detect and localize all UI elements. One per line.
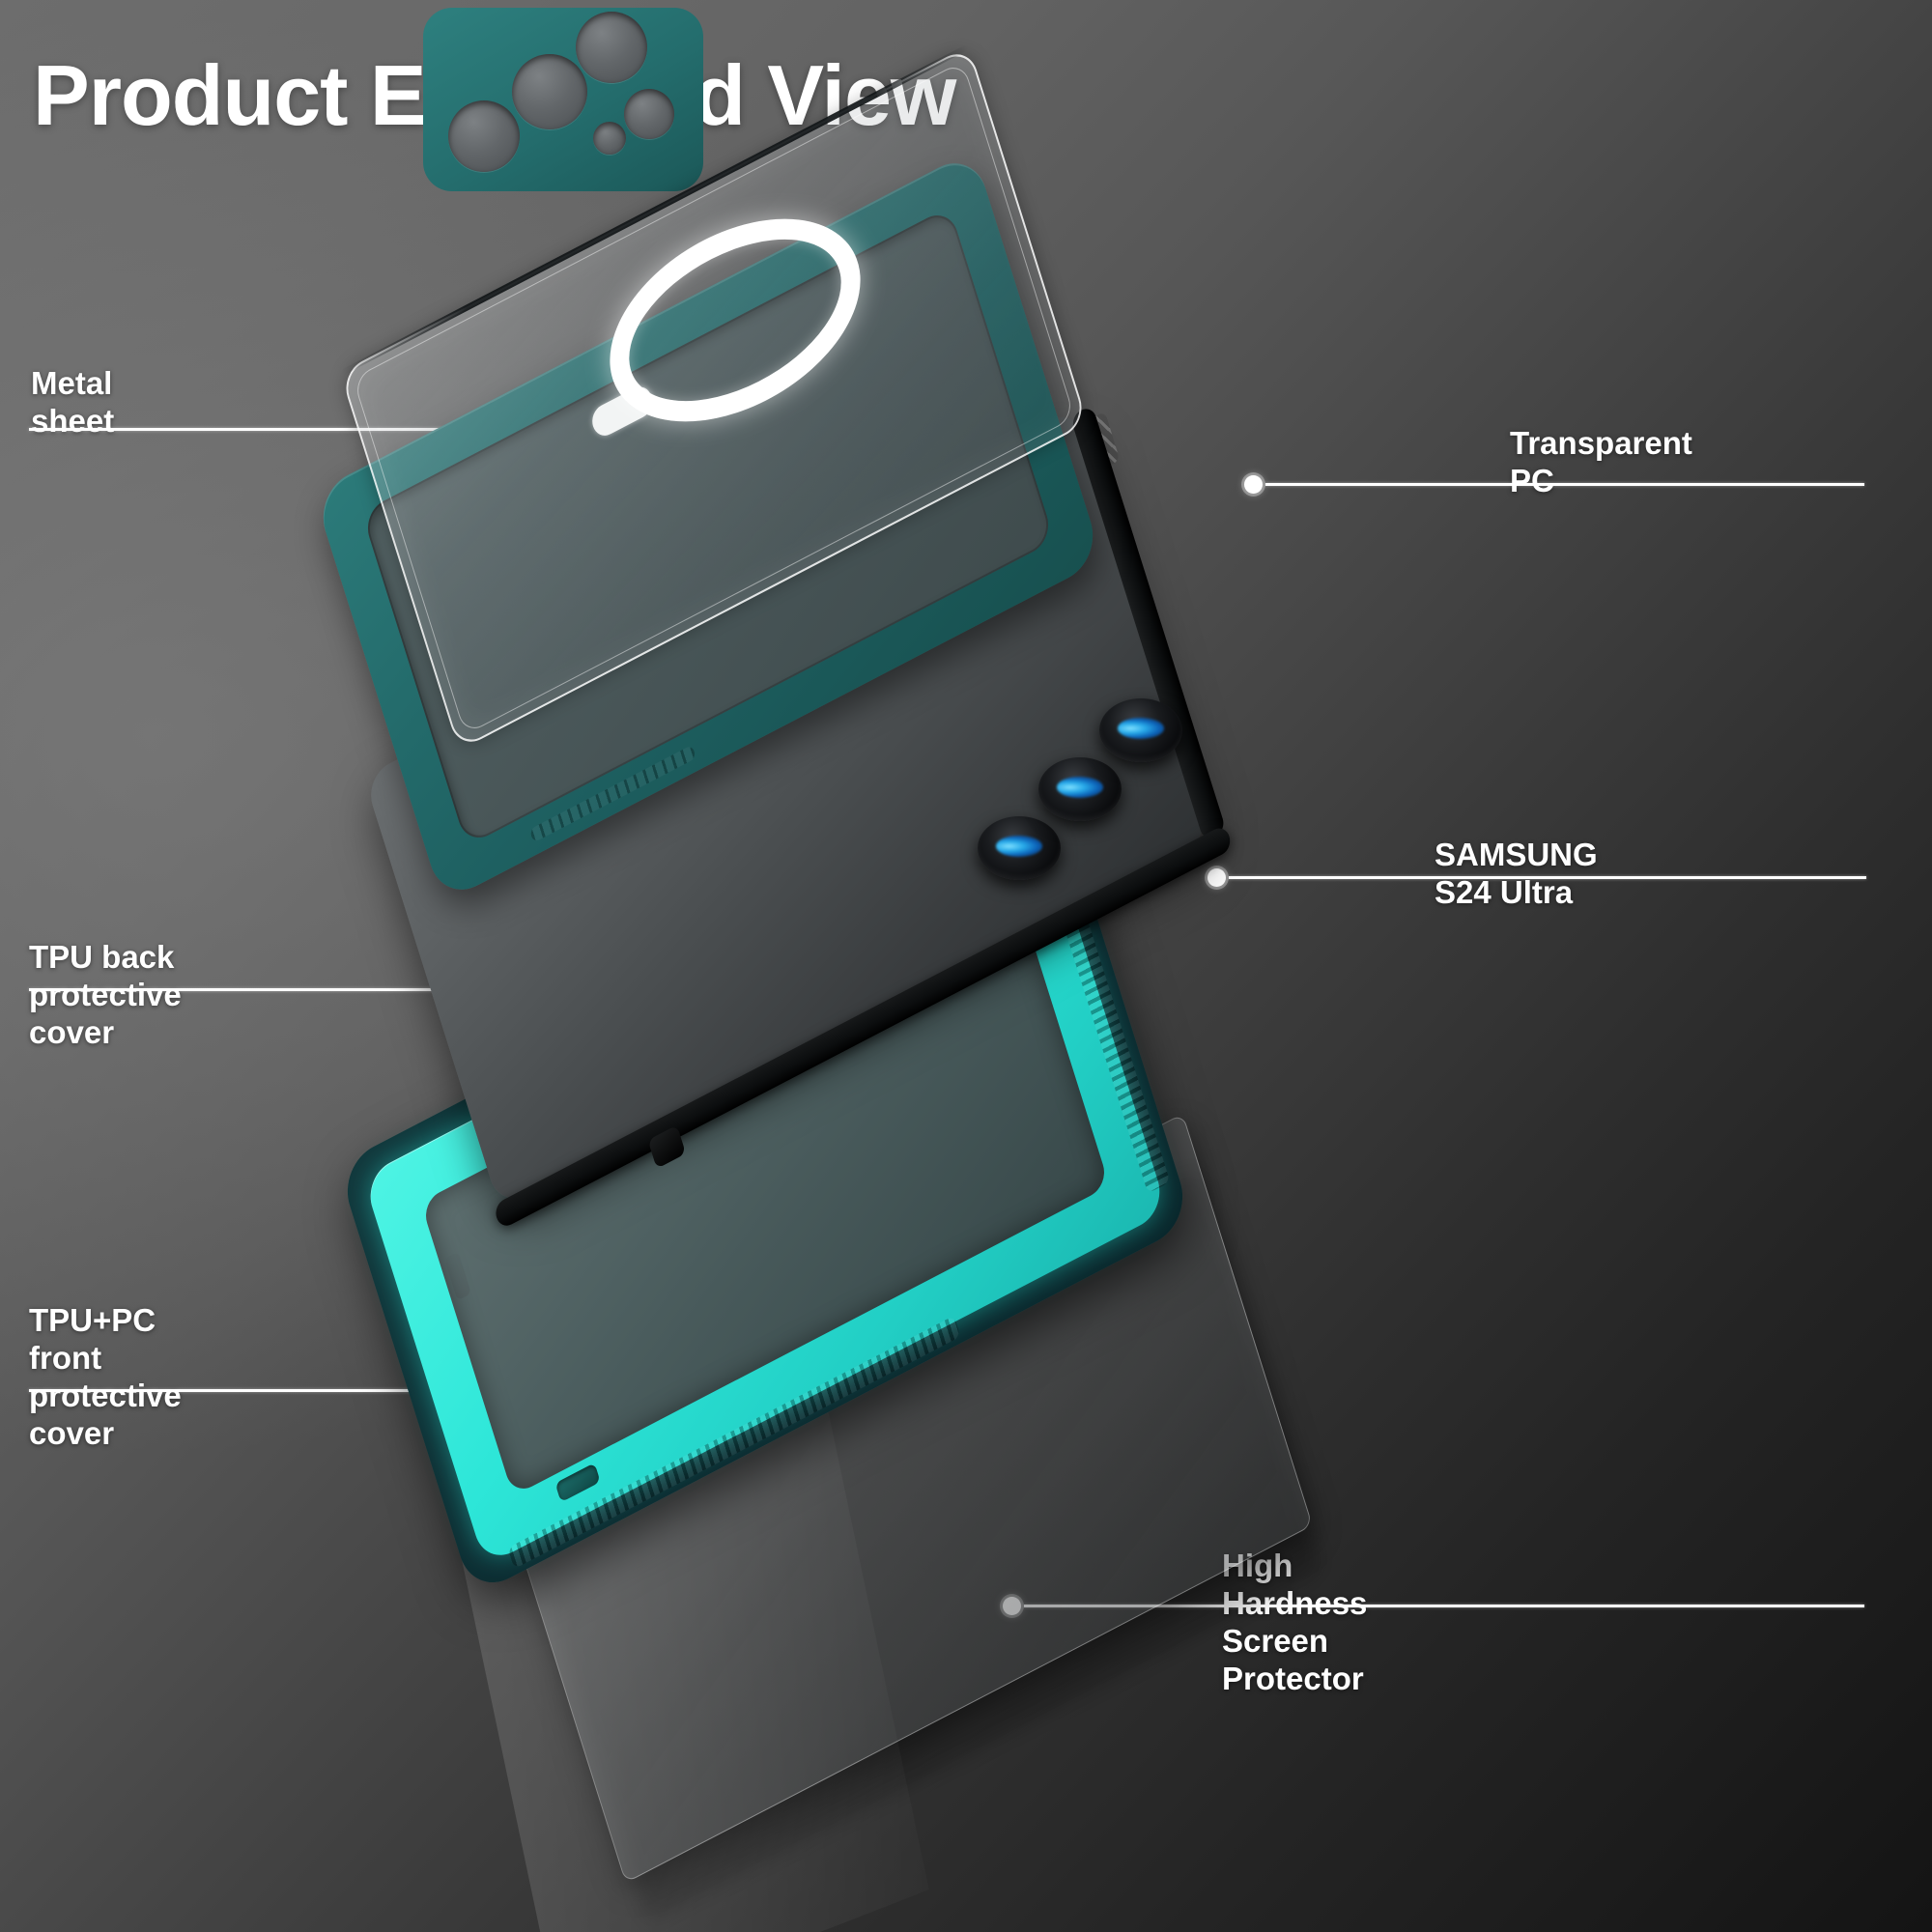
camera-lens-3: [1099, 698, 1182, 762]
camera-lens-1: [978, 816, 1061, 880]
callout-label-tpu-pc-front-protective-cover: TPU+PC front protective cover: [29, 1302, 182, 1451]
tpu-back-camera-island: [423, 8, 703, 191]
camera-lens-2: [1038, 757, 1122, 821]
callout-dot-transparent-pc: [1244, 475, 1263, 494]
callout-dot-high-hardness-screen-protector: [1003, 1597, 1021, 1615]
callout-label-tpu-back-protective-cover: TPU back protective cover: [29, 939, 182, 1050]
leader-line-tpu-pc-front-protective-cover: [29, 1389, 562, 1392]
callout-label-metal-sheet: Metal sheet: [31, 365, 115, 439]
callout-dot-samsung-s24-ultra: [1208, 868, 1226, 887]
leader-line-high-hardness-screen-protector: [1024, 1605, 1864, 1607]
callout-label-transparent-pc: Transparent PC: [1510, 425, 1692, 498]
leader-line-transparent-pc: [1265, 483, 1864, 486]
lens-cutout-1: [448, 100, 520, 172]
lens-cutout-3: [576, 12, 647, 83]
lens-cutout-2: [512, 54, 587, 129]
lens-cutout-5: [593, 122, 626, 155]
leader-line-tpu-back-protective-cover: [29, 988, 778, 991]
callout-label-samsung-s24-ultra: SAMSUNG S24 Ultra: [1435, 837, 1598, 910]
leader-line-metal-sheet: [29, 428, 773, 431]
callout-label-high-hardness-screen-protector: High Hardness Screen Protector: [1222, 1548, 1368, 1696]
lens-cutout-4: [624, 89, 674, 139]
leader-line-samsung-s24-ultra: [1229, 876, 1866, 879]
